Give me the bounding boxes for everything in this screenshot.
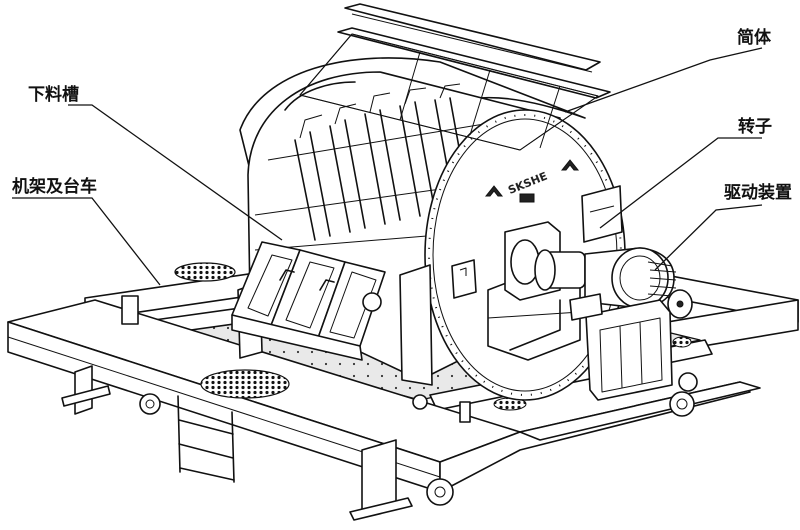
- ladder: [177, 395, 235, 483]
- top-hood: [299, 3, 611, 151]
- label-body: 简体: [737, 27, 772, 48]
- discharge-chute: [231, 241, 386, 361]
- label-drive: 驱动装置: [724, 182, 792, 203]
- label-frame-and-trolley: 机架及台车: [12, 176, 97, 197]
- drive-unit: [534, 247, 693, 401]
- rotor-bearing: [487, 185, 623, 361]
- label-chute: 下料槽: [28, 84, 79, 105]
- label-rotor: 转子: [738, 116, 772, 137]
- leader-lines: [12, 47, 763, 286]
